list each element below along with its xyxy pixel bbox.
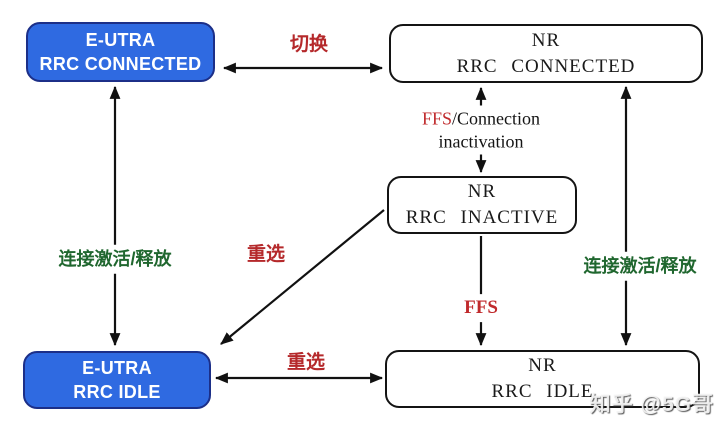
label-ffs: FFS <box>454 294 508 322</box>
state-label-line2: RRC CONNECTED <box>456 55 636 77</box>
state-label-line1: NR <box>531 29 561 51</box>
label-reselection-diagonal: 重选 <box>246 244 286 266</box>
label-connection-activation-left: 连接激活/释放 <box>53 244 177 274</box>
label-reselection-bottom: 重选 <box>286 352 326 374</box>
state-nr-rrc-inactive: NR RRC INACTIVE <box>387 176 577 234</box>
label-connection-activation-right: 连接激活/释放 <box>578 251 702 281</box>
state-nr-rrc-idle: NR RRC IDLE <box>385 350 700 408</box>
state-label-line2: RRC INACTIVE <box>405 207 559 228</box>
arrow-reselection-diagonal <box>220 209 385 345</box>
label-handover: 切换 <box>289 34 329 56</box>
state-label-line1: NR <box>528 355 557 377</box>
label-inactivation: inactivation <box>438 131 524 151</box>
state-eutra-rrc-connected: E-UTRA RRC CONNECTED <box>26 22 215 82</box>
label-ffs-connection-inactivation: FFS/Connection inactivation <box>413 105 549 155</box>
state-label-line2: RRC IDLE <box>491 381 594 402</box>
state-eutra-rrc-idle: E-UTRA RRC IDLE <box>23 351 211 409</box>
state-label-line1: E-UTRA <box>85 29 156 50</box>
label-connection-black: /Connection <box>452 108 541 129</box>
label-ffs-red: FFS <box>421 108 453 129</box>
state-label-line1: E-UTRA <box>82 357 152 378</box>
label-ffs-connection-line1: FFS/Connection <box>422 108 540 131</box>
zhihu-watermark: 知乎 @5G哥 <box>589 393 714 416</box>
state-label-line2: RRC CONNECTED <box>39 54 202 74</box>
state-nr-rrc-connected: NR RRC CONNECTED <box>389 24 703 83</box>
state-label-line1: NR <box>467 181 497 203</box>
state-label-line2: RRC IDLE <box>73 382 161 402</box>
